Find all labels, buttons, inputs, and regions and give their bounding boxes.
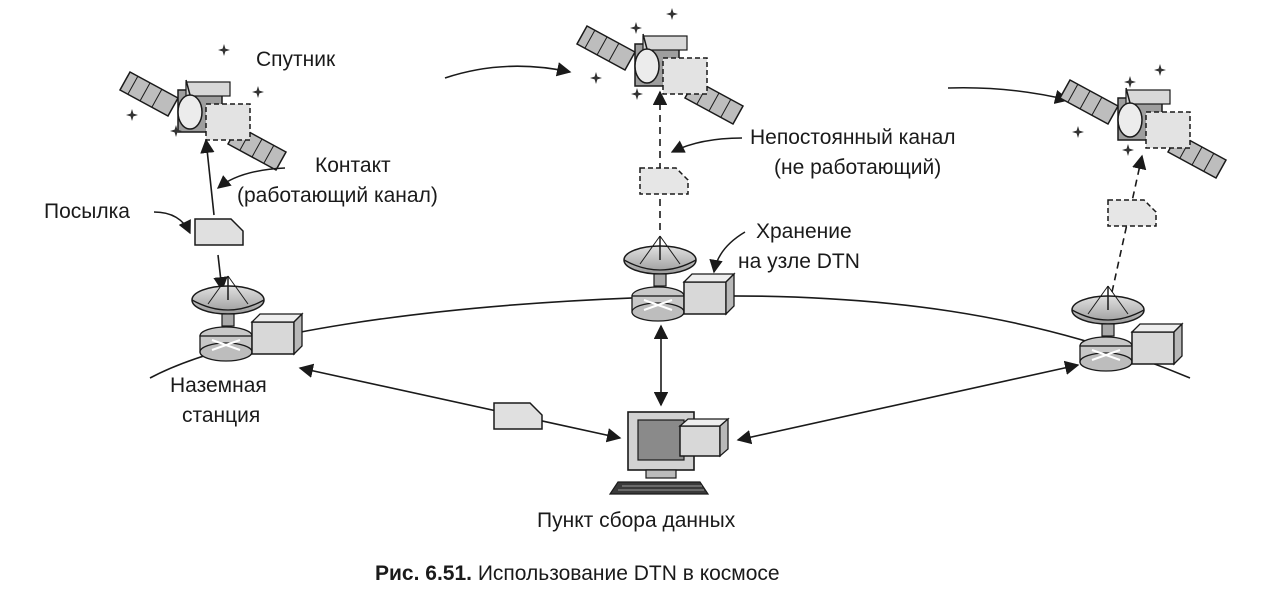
sparkle-icon xyxy=(126,109,138,121)
contact-pointer xyxy=(216,167,286,189)
contact-link-up xyxy=(200,138,215,216)
label-contact-2: (работающий канал) xyxy=(237,184,438,207)
figure-caption-text: Использование DTN в космосе xyxy=(472,562,780,585)
sparkle-icon xyxy=(666,8,678,20)
figure-caption-number: Рис. 6.51. xyxy=(375,562,472,585)
bundle-icon xyxy=(639,167,689,195)
sparkle-icon xyxy=(1072,126,1084,138)
sparkle-icon xyxy=(631,88,643,100)
bundle-icon xyxy=(493,402,543,430)
label-ground-2: станция xyxy=(182,404,260,427)
sparkle-icon xyxy=(218,44,230,56)
label-satellite: Спутник xyxy=(256,48,336,71)
satellite-icon xyxy=(1059,79,1227,179)
sparkle-icon xyxy=(590,72,602,84)
contact-link-down xyxy=(213,254,228,292)
intermittent-pointer xyxy=(670,137,743,153)
sparkle-icon xyxy=(252,86,264,98)
satellite-icon xyxy=(119,71,287,171)
ground-station-left xyxy=(191,275,303,362)
figure-caption: Рис. 6.51. Использование DTN в космосе xyxy=(375,562,780,585)
left-to-collection-link xyxy=(298,363,622,443)
label-contact-1: Контакт xyxy=(315,154,391,177)
label-bundle: Посылка xyxy=(44,200,130,223)
sparkle-icon xyxy=(1124,76,1136,88)
bundle-icon xyxy=(1107,199,1157,227)
bundle-icon xyxy=(194,218,244,246)
label-storage-2: на узле DTN xyxy=(738,250,860,273)
orbit-arrow-1 xyxy=(444,62,572,79)
label-storage-1: Хранение xyxy=(756,220,852,243)
storage-pointer xyxy=(709,231,746,274)
ground-station-right xyxy=(1071,285,1183,372)
sparkle-icon xyxy=(630,22,642,34)
label-ground-1: Наземная xyxy=(170,374,267,397)
right-to-collection-link xyxy=(736,360,1080,445)
label-collection-point: Пункт сбора данных xyxy=(537,509,736,532)
orbit-arrow-2 xyxy=(947,86,1070,104)
bundle-pointer xyxy=(153,211,191,235)
label-intermittent-1: Непостоянный канал xyxy=(750,126,956,149)
dtn-node-middle xyxy=(623,235,735,322)
label-intermittent-2: (не работающий) xyxy=(774,156,941,179)
sparkle-icon xyxy=(1122,144,1134,156)
sparkle-icon xyxy=(1154,64,1166,76)
computer-icon xyxy=(608,411,730,495)
